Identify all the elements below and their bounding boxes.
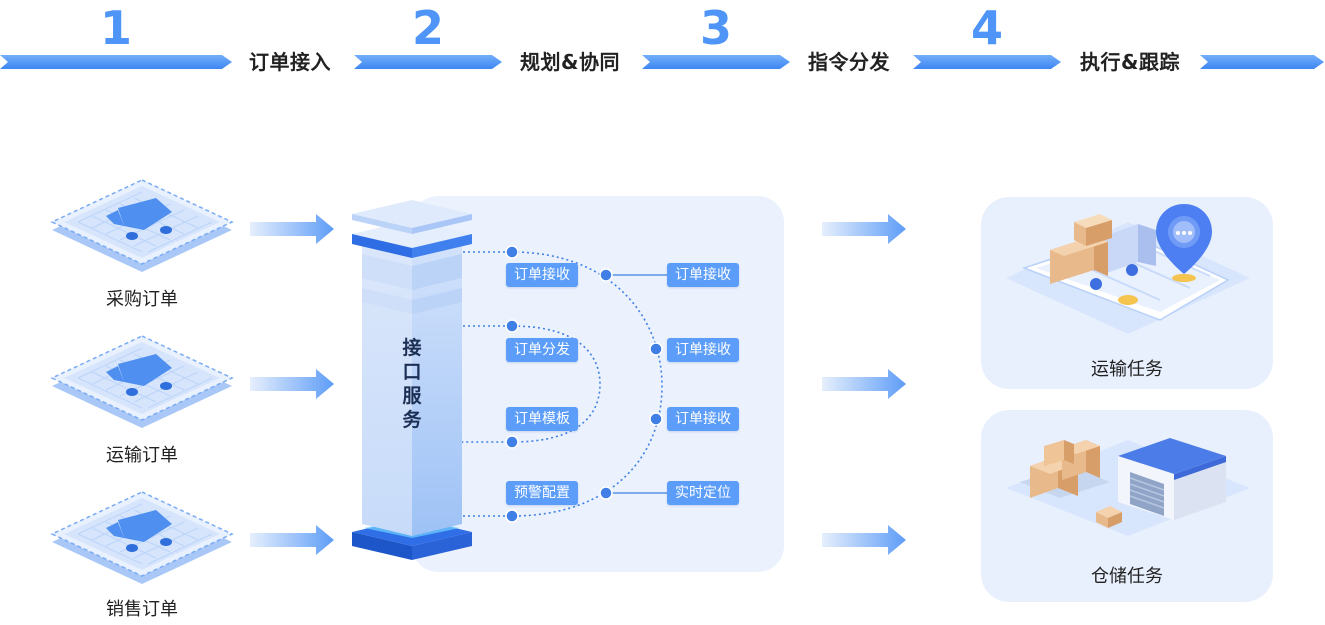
interface-pillar: [352, 200, 472, 560]
pillar-label: 接口服务: [402, 337, 422, 431]
step-ribbon-1: [0, 55, 232, 69]
step-number: 3: [699, 1, 732, 55]
tag-order-receive: 订单接收: [667, 263, 739, 287]
cart-icon: [50, 179, 234, 272]
step-label: 指令分发: [808, 50, 890, 74]
tag-order-template: 订单模板: [506, 407, 578, 431]
step-number: 1: [99, 1, 132, 55]
flow-arrow: [250, 214, 334, 244]
step-ribbon-5: [1200, 55, 1324, 69]
step-ribbon-2: [354, 55, 502, 69]
step-label: 订单接入: [249, 50, 331, 74]
source-label: 销售订单: [106, 599, 178, 620]
source-tile-3: [50, 491, 234, 584]
flow-arrow: [250, 525, 334, 555]
tag-order-receive: 订单接收: [667, 407, 739, 431]
flow-arrow: [822, 369, 906, 399]
step-number: 4: [970, 1, 1003, 55]
cart-icon: [50, 335, 234, 428]
delivery-truck-map-icon: [1006, 204, 1250, 334]
tag-realtime-location: 实时定位: [667, 481, 739, 505]
destination-label: 运输任务: [1091, 359, 1163, 380]
source-label: 采购订单: [106, 289, 178, 310]
step-ribbon-3: [642, 55, 790, 69]
tag-order-receive: 订单接收: [667, 338, 739, 362]
flow-arrow: [822, 525, 906, 555]
interface-service-panel: [412, 196, 784, 572]
tag-order-receive: 订单接收: [506, 263, 578, 287]
tag-alert-config: 预警配置: [506, 481, 578, 505]
warehouse-icon: [1006, 438, 1250, 536]
source-label: 运输订单: [106, 445, 178, 466]
source-tile-2: [50, 335, 234, 428]
step-ribbon-4: [913, 55, 1061, 69]
destination-label: 仓储任务: [1091, 566, 1163, 587]
step-number: 2: [411, 1, 444, 55]
flow-arrow: [250, 369, 334, 399]
cart-icon: [50, 491, 234, 584]
flow-arrow: [822, 214, 906, 244]
step-label: 规划&协同: [520, 50, 620, 74]
source-tile-1: [50, 179, 234, 272]
step-label: 执行&跟踪: [1080, 50, 1180, 74]
tag-order-dispatch: 订单分发: [506, 338, 578, 362]
connector-lines: [458, 245, 668, 523]
